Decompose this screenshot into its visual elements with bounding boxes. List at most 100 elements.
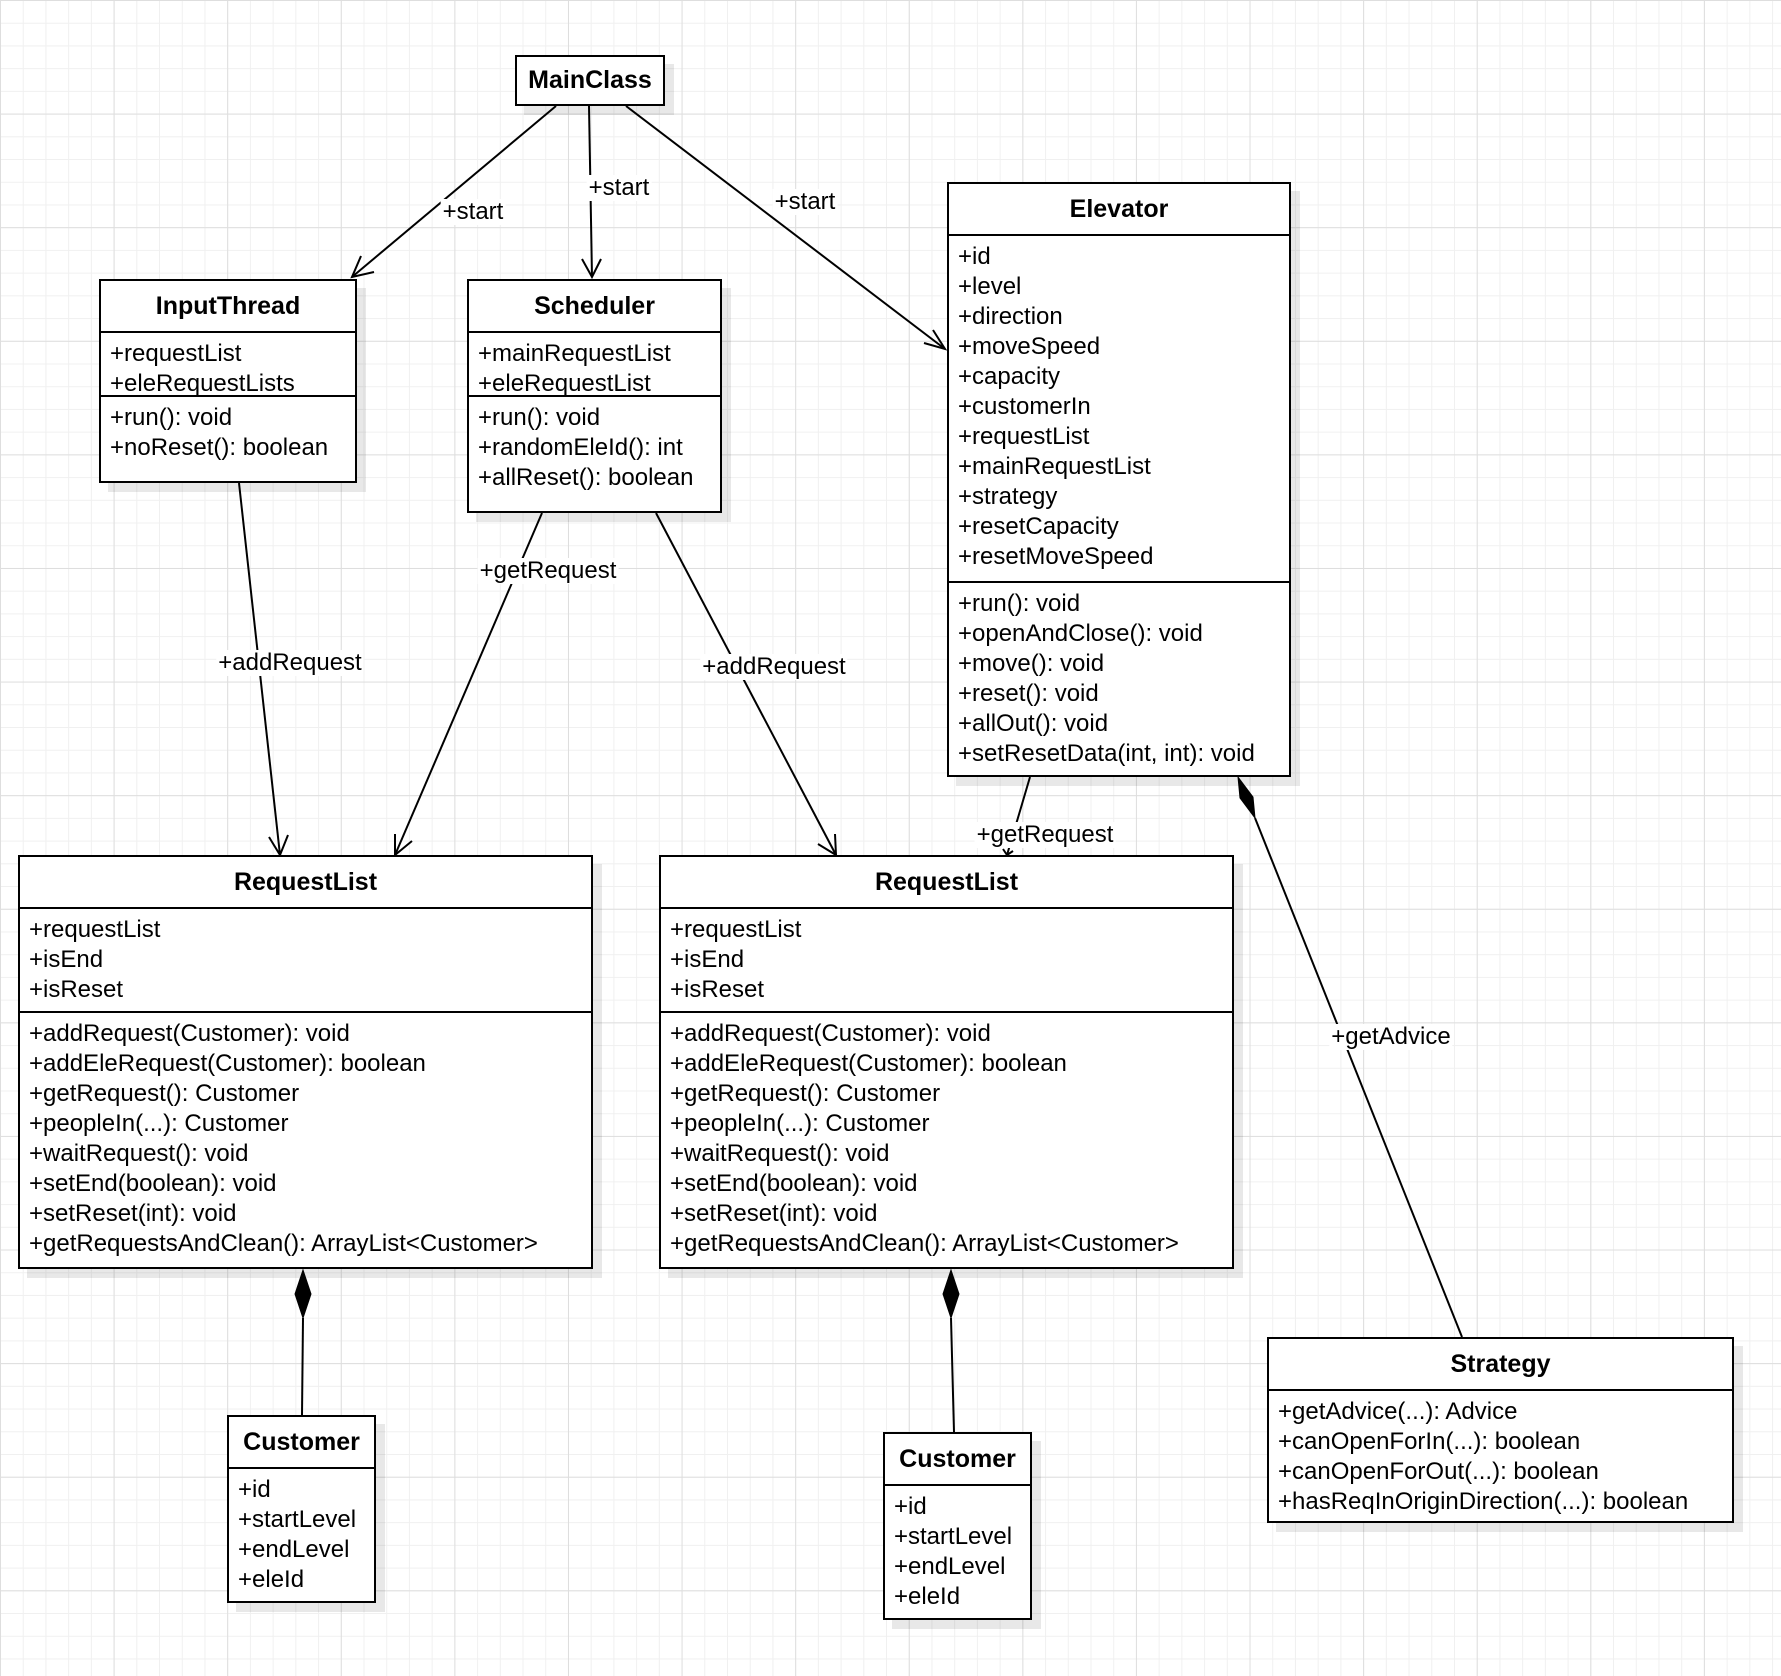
attributes-section: +id +startLevel +endLevel +eleId: [885, 1486, 1030, 1617]
edge-main-input[interactable]: [351, 105, 557, 278]
class-name: InputThread: [101, 281, 355, 333]
class-scheduler[interactable]: Scheduler +mainRequestList +eleRequestLi…: [467, 279, 722, 513]
composition-diamond-rl-right: [942, 1268, 960, 1320]
label-sched-rl-right: +addRequest: [700, 653, 848, 680]
method: +canOpenForIn(...): boolean: [1278, 1428, 1581, 1455]
label-elev-strategy: +getAdvice: [1329, 1023, 1453, 1050]
method: +addEleRequest(Customer): boolean: [670, 1050, 1067, 1077]
edge-elev-strategy[interactable]: [1254, 817, 1463, 1338]
attribute: +mainRequestList: [478, 340, 671, 367]
method: +peopleIn(...): Customer: [29, 1110, 289, 1137]
attribute: +mainRequestList: [958, 453, 1151, 480]
attributes-section: +requestList +eleRequestLists: [101, 333, 355, 397]
method: +getRequest(): Customer: [670, 1080, 941, 1107]
edge-rl-left-customer[interactable]: [301, 1317, 304, 1416]
methods-section: +run(): void +noReset(): boolean: [101, 397, 355, 468]
attribute: +eleRequestLists: [110, 370, 295, 397]
attribute: +moveSpeed: [958, 333, 1101, 360]
methods-section: +addRequest(Customer): void +addEleReque…: [661, 1013, 1232, 1264]
class-inputthread[interactable]: InputThread +requestList +eleRequestList…: [99, 279, 357, 483]
label-main-input: +start: [440, 198, 506, 225]
method: +peopleIn(...): Customer: [670, 1110, 930, 1137]
method: +setEnd(boolean): void: [670, 1170, 918, 1197]
method: +run(): void: [478, 404, 601, 431]
attribute: +strategy: [958, 483, 1058, 510]
attribute: +resetMoveSpeed: [958, 543, 1154, 570]
edge-sched-rl-right[interactable]: [655, 512, 837, 856]
attribute: +requestList: [670, 916, 802, 943]
attribute: +eleId: [238, 1566, 305, 1593]
method: +openAndClose(): void: [958, 620, 1203, 647]
attribute: +startLevel: [238, 1506, 357, 1533]
method: +allOut(): void: [958, 710, 1109, 737]
class-name: Strategy: [1269, 1339, 1732, 1391]
attributes-section: +mainRequestList +eleRequestList: [469, 333, 720, 397]
edge-rl-right-customer[interactable]: [950, 1317, 955, 1433]
attribute: +isEnd: [670, 946, 745, 973]
edge-main-elevator[interactable]: [625, 105, 946, 350]
method: +setReset(int): void: [29, 1200, 237, 1227]
method: +addEleRequest(Customer): boolean: [29, 1050, 426, 1077]
attribute: +isReset: [670, 976, 765, 1003]
method: +getRequest(): Customer: [29, 1080, 300, 1107]
method: +waitRequest(): void: [29, 1140, 249, 1167]
class-customer-right[interactable]: Customer +id +startLevel +endLevel +eleI…: [883, 1432, 1032, 1620]
method: +canOpenForOut(...): boolean: [1278, 1458, 1599, 1485]
attribute: +id: [894, 1493, 927, 1520]
method: +getRequestsAndClean(): ArrayList<Custom…: [29, 1230, 538, 1257]
class-name: RequestList: [20, 857, 591, 909]
attribute: +endLevel: [894, 1553, 1006, 1580]
attributes-section: +requestList +isEnd +isReset: [661, 909, 1232, 1013]
arrowhead-main-elevator: [923, 329, 948, 351]
label-sched-rl-left: +getRequest: [477, 557, 619, 584]
method: +addRequest(Customer): void: [29, 1020, 350, 1047]
attribute: +direction: [958, 303, 1063, 330]
attribute: +startLevel: [894, 1523, 1013, 1550]
attribute: +requestList: [958, 423, 1090, 450]
method: +getRequestsAndClean(): ArrayList<Custom…: [670, 1230, 1179, 1257]
method: +waitRequest(): void: [670, 1140, 890, 1167]
class-name: Scheduler: [469, 281, 720, 333]
class-requestlist-left[interactable]: RequestList +requestList +isEnd +isReset…: [18, 855, 593, 1269]
composition-diamond-rl-left: [294, 1268, 312, 1320]
label-input-rl: +addRequest: [216, 649, 364, 676]
attribute: +requestList: [29, 916, 161, 943]
method: +addRequest(Customer): void: [670, 1020, 991, 1047]
method: +hasReqInOriginDirection(...): boolean: [1278, 1488, 1689, 1515]
attribute: +eleId: [894, 1583, 961, 1610]
method: +randomEleId(): int: [478, 434, 683, 461]
class-name: MainClass: [528, 66, 652, 94]
class-mainclass[interactable]: MainClass: [515, 55, 665, 106]
methods-section: +getAdvice(...): Advice +canOpenForIn(..…: [1269, 1391, 1732, 1522]
arrowhead-main-input: [350, 255, 375, 279]
method: +setReset(int): void: [670, 1200, 878, 1227]
class-customer-left[interactable]: Customer +id +startLevel +endLevel +eleI…: [227, 1415, 376, 1603]
arrowhead-main-scheduler: [581, 258, 602, 280]
method: +reset(): void: [958, 680, 1099, 707]
attribute: +resetCapacity: [958, 513, 1119, 540]
label-main-scheduler: +start: [586, 174, 652, 201]
methods-section: +run(): void +randomEleId(): int +allRes…: [469, 397, 720, 498]
methods-section: +addRequest(Customer): void +addEleReque…: [20, 1013, 591, 1264]
method: +getAdvice(...): Advice: [1278, 1398, 1518, 1425]
attribute: +customerIn: [958, 393, 1091, 420]
composition-diamond-elevator: [1237, 775, 1256, 820]
method: +run(): void: [958, 590, 1081, 617]
method: +noReset(): boolean: [110, 434, 329, 461]
class-requestlist-right[interactable]: RequestList +requestList +isEnd +isReset…: [659, 855, 1234, 1269]
attribute: +id: [958, 243, 991, 270]
class-elevator[interactable]: Elevator +id +level +direction +moveSpee…: [947, 182, 1291, 777]
class-name: Elevator: [949, 184, 1289, 236]
attribute: +eleRequestList: [478, 370, 651, 397]
method: +run(): void: [110, 404, 233, 431]
attributes-section: +requestList +isEnd +isReset: [20, 909, 591, 1013]
attributes-section: +id +startLevel +endLevel +eleId: [229, 1469, 374, 1600]
class-name: Customer: [229, 1417, 374, 1469]
attribute: +level: [958, 273, 1022, 300]
class-strategy[interactable]: Strategy +getAdvice(...): Advice +canOpe…: [1267, 1337, 1734, 1523]
attribute: +endLevel: [238, 1536, 350, 1563]
label-elev-rl-right: +getRequest: [974, 821, 1116, 848]
attribute: +isReset: [29, 976, 124, 1003]
method: +move(): void: [958, 650, 1105, 677]
